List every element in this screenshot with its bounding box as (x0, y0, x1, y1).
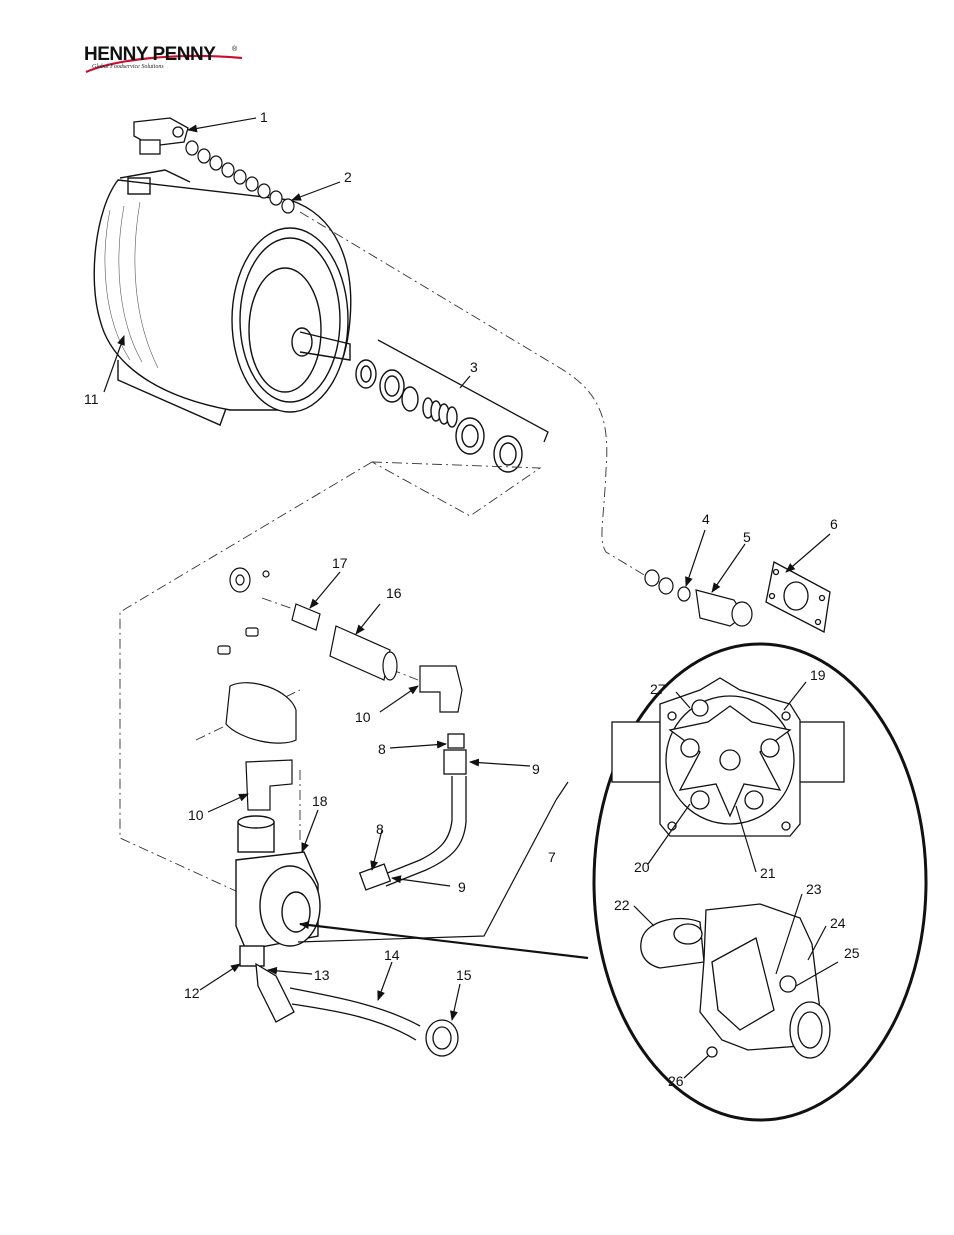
elbow-fittings-part-10 (245, 665, 463, 811)
detail-pointer-line (299, 921, 589, 960)
small-parts-cluster (217, 567, 398, 744)
callout-21: 21 (760, 865, 776, 881)
callout-12: 12 (184, 985, 200, 1001)
callout-9a: 9 (532, 761, 540, 777)
callout-14: 14 (384, 947, 400, 963)
callout-19: 19 (810, 667, 826, 683)
callout-10b: 10 (188, 807, 204, 823)
logo-swoosh-icon (85, 54, 243, 74)
callout-27: 27 (650, 681, 666, 697)
callout-3: 3 (470, 359, 478, 375)
callout-26: 26 (668, 1073, 684, 1089)
pump-face-detail (611, 677, 845, 837)
part-16-shape (329, 625, 391, 681)
seal-kit-part-3 (355, 359, 523, 473)
seal-kit-bracket (377, 339, 549, 443)
fitting-part-1 (133, 117, 189, 155)
logo-registered-mark: ® (232, 46, 238, 53)
callout-8a: 8 (378, 741, 386, 757)
callout-labels: 1 2 3 4 5 6 7 8 8 9 9 10 10 11 12 13 14 … (84, 109, 860, 1089)
logo-tagline: Global Foodservice Solutions (92, 64, 164, 70)
callout-25: 25 (844, 945, 860, 961)
gasket-plate-part-6 (765, 561, 831, 633)
motor-assembly (93, 169, 352, 426)
callout-24: 24 (830, 915, 846, 931)
callout-8b: 8 (376, 821, 384, 837)
pump-part-18 (235, 815, 321, 967)
callout-4: 4 (702, 511, 710, 527)
callout-6: 6 (830, 516, 838, 532)
callout-10a: 10 (355, 709, 371, 725)
callout-9b: 9 (458, 879, 466, 895)
callout-5: 5 (743, 529, 751, 545)
sleeve-shape (225, 682, 297, 744)
callout-13: 13 (314, 967, 330, 983)
callout-2: 2 (344, 169, 352, 185)
callout-11: 11 (84, 391, 99, 407)
ring-chain-part-2 (185, 140, 295, 214)
callout-15: 15 (456, 967, 472, 983)
callout-1: 1 (260, 109, 268, 125)
callout-23: 23 (806, 881, 822, 897)
logo-wordmark: HENNY PENNY (84, 44, 216, 65)
callout-7: 7 (548, 849, 556, 865)
part-17-shape (291, 603, 321, 631)
detail-callout-ellipse (592, 642, 928, 1122)
callout-16: 16 (386, 585, 402, 601)
leader-lines (103, 117, 839, 1079)
pump-body-detail (640, 903, 831, 1059)
hose-assembly (358, 733, 467, 891)
callout-17: 17 (332, 555, 348, 571)
henny-penny-logo: HENNY PENNY ® Global Foodservice Solutio… (84, 38, 244, 78)
fittings-parts-4-5 (644, 569, 753, 627)
callout-22: 22 (614, 897, 630, 913)
callout-18: 18 (312, 793, 328, 809)
callout-20: 20 (634, 859, 650, 875)
drain-line-parts-13-15 (255, 962, 459, 1057)
